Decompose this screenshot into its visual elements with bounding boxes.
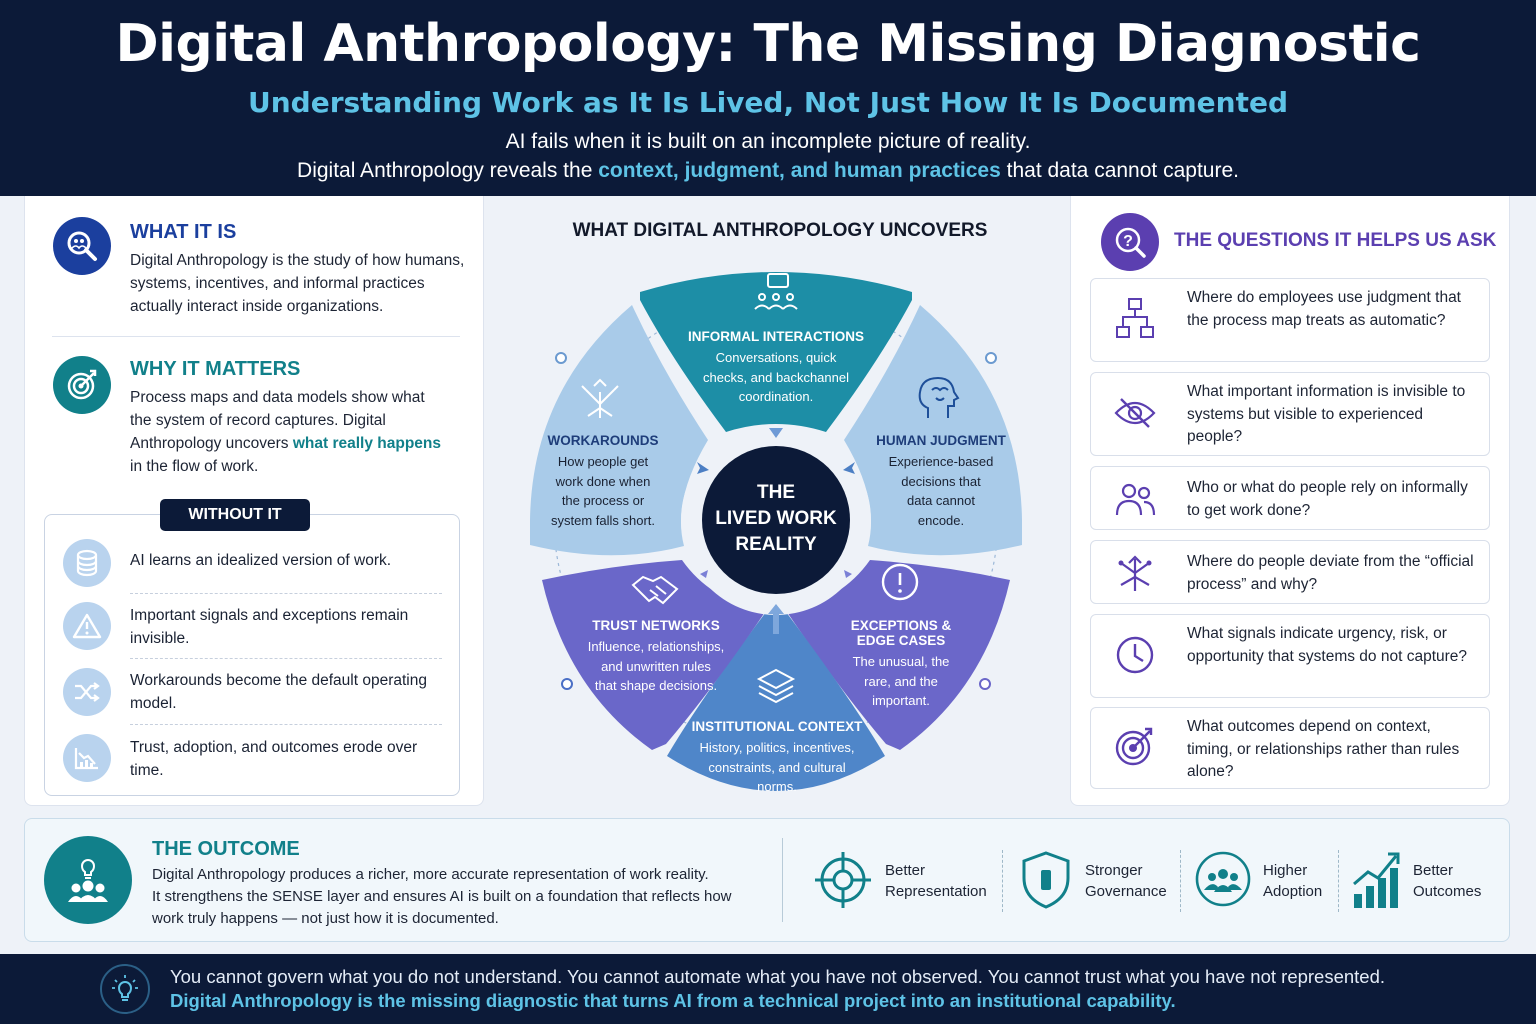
footer-line-2: Digital Anthropology is the missing diag… <box>170 990 1176 1011</box>
label-human-judgment: HUMAN JUDGMENT Experience-based decision… <box>876 433 1006 528</box>
shield-icon <box>1020 850 1072 915</box>
header: Digital Anthropology: The Missing Diagno… <box>0 0 1536 196</box>
without-item: Trust, adoption, and outcomes erode over… <box>60 732 444 784</box>
question-card: Where do people deviate from the “offici… <box>1090 540 1490 604</box>
outcome-body-1: Digital Anthropology produces a richer, … <box>152 866 709 883</box>
idea-people-icon <box>44 836 132 924</box>
alert-icon <box>881 563 919 601</box>
question-text: What important information is invisible … <box>1187 383 1466 445</box>
question-text: What outcomes depend on context, timing,… <box>1187 718 1460 780</box>
page-title: Digital Anthropology: The Missing Diagno… <box>115 14 1421 74</box>
hub <box>702 446 850 594</box>
question-text: Where do people deviate from the “offici… <box>1187 553 1474 593</box>
why-it-matters-title: WHY IT MATTERS <box>130 358 301 380</box>
chat-people-icon <box>754 273 798 310</box>
layers-icon <box>756 668 796 704</box>
flowchart-icon <box>1113 297 1157 341</box>
label-exceptions: EXCEPTIONS & EDGE CASES The unusual, the… <box>850 618 952 708</box>
ring-dot <box>979 678 991 690</box>
hub-line: THE <box>757 482 795 503</box>
uncovers-wheel: THE LIVED WORK REALITY <box>530 272 1022 791</box>
declining-chart-icon <box>63 734 111 782</box>
without-item: AI learns an idealized version of work. <box>60 537 444 587</box>
footer: You cannot govern what you do not unders… <box>0 954 1536 1024</box>
question-card: What outcomes depend on context, timing,… <box>1090 707 1490 789</box>
outcome-title: THE OUTCOME <box>152 838 300 860</box>
crosshair-icon <box>813 850 873 915</box>
without-item-text: Trust, adoption, and outcomes erode over… <box>130 739 418 779</box>
footer-line-1: You cannot govern what you do not unders… <box>170 966 1386 987</box>
segment-informal-interactions <box>640 272 912 432</box>
shuffle-icon <box>63 668 111 716</box>
questions-title: THE QUESTIONS IT HELPS US ASK <box>1174 230 1497 251</box>
label-informal-interactions: INFORMAL INTERACTIONS Conversations, qui… <box>688 329 864 404</box>
why-highlight: what really happens <box>292 435 442 452</box>
clock-icon <box>1113 633 1157 677</box>
page-subtitle: Understanding Work as It Is Lived, Not J… <box>247 86 1288 119</box>
ring-dot <box>561 678 573 690</box>
diverge-arrows-icon <box>581 378 619 418</box>
svg-text:?: ? <box>1123 233 1133 250</box>
without-item-text: Important signals and exceptions remain … <box>130 607 409 647</box>
lightbulb-icon <box>100 964 150 1014</box>
question-text: Where do employees use judgment that the… <box>1187 289 1461 329</box>
without-it-tag: WITHOUT IT <box>160 499 310 531</box>
label-institutional-context: INSTITUTIONAL CONTEXT History, politics,… <box>691 719 863 794</box>
question-icon: ? <box>1101 213 1159 271</box>
without-item: Important signals and exceptions remain … <box>60 600 444 652</box>
segment-exceptions <box>787 560 1010 750</box>
database-icon <box>63 539 111 587</box>
question-text: What signals indicate urgency, risk, or … <box>1187 625 1468 665</box>
hub-line: REALITY <box>735 534 817 555</box>
intro-line-2: Digital Anthropology reveals the context… <box>297 159 1239 182</box>
question-card: What signals indicate urgency, risk, or … <box>1090 614 1490 698</box>
segment-workarounds <box>530 305 708 556</box>
question-text: Who or what do people rely on informally… <box>1187 479 1468 519</box>
outcome-body-3: work truly happens — not just how it is … <box>152 910 499 927</box>
segment-institutional-context <box>667 604 885 791</box>
what-it-is-title: WHAT IT IS <box>130 221 237 243</box>
hub-arrows <box>686 412 866 634</box>
group-icon <box>1194 850 1252 913</box>
target-icon <box>1113 724 1157 768</box>
people-icon <box>1113 477 1157 521</box>
ring-dot <box>985 352 997 364</box>
label-workarounds: WORKAROUNDS How people get work done whe… <box>547 433 659 528</box>
diverge-icon <box>1113 551 1157 595</box>
segment-trust-networks <box>542 560 765 750</box>
outcome-divider <box>782 838 783 922</box>
without-item-text: AI learns an idealized version of work. <box>130 552 392 569</box>
without-item-text: Workarounds become the default operating… <box>130 672 427 712</box>
hub-line: LIVED WORK <box>715 508 837 529</box>
divider <box>52 336 460 337</box>
outcome-panel <box>24 818 1510 942</box>
warning-icon <box>63 602 111 650</box>
growth-chart-icon <box>1352 850 1402 915</box>
intro-line-1: AI fails when it is built on an incomple… <box>505 130 1031 153</box>
why-it-matters-body: Process maps and data models show what t… <box>130 389 442 475</box>
handshake-icon <box>631 575 679 605</box>
without-item: Workarounds become the default operating… <box>60 666 444 718</box>
intro-highlight: context, judgment, and human practices <box>598 159 1001 182</box>
segment-human-judgment <box>844 305 1022 556</box>
what-it-is-body: Digital Anthropology is the study of how… <box>130 252 465 315</box>
ring-dot <box>555 352 567 364</box>
eye-slash-icon <box>1113 391 1157 435</box>
question-card: Who or what do people rely on informally… <box>1090 466 1490 530</box>
search-people-icon <box>53 217 111 275</box>
center-title: WHAT DIGITAL ANTHROPOLOGY UNCOVERS <box>572 220 988 241</box>
target-arrow-icon <box>53 356 111 414</box>
question-card: Where do employees use judgment that the… <box>1090 278 1490 362</box>
label-trust-networks: TRUST NETWORKS Influence, relationships,… <box>587 618 725 693</box>
outcome-body-2: It strengthens the SENSE layer and ensur… <box>152 888 732 905</box>
question-card: What important information is invisible … <box>1090 372 1490 456</box>
head-brain-icon <box>918 376 960 418</box>
